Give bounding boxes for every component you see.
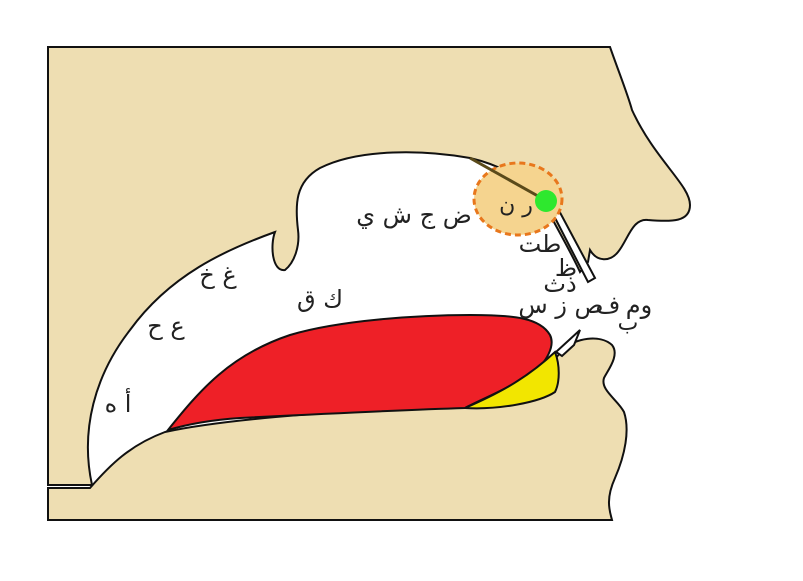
label-bilabial-top: وم (626, 291, 652, 319)
label-interdental-top: ظ (555, 254, 577, 282)
label-alveolar: ر ن (499, 193, 533, 218)
lower-tooth (554, 329, 581, 358)
articulation-point (535, 190, 557, 212)
label-labiodental: ف (596, 291, 621, 319)
label-dental-stops: طت (519, 230, 562, 258)
label-palatal: ض ج ش ي (356, 201, 471, 229)
label-velar: غ خ (199, 261, 237, 289)
label-uvular: ك ق (297, 285, 343, 313)
label-glottal: أ ه (105, 388, 132, 418)
label-sibilants: ص ز س (518, 291, 603, 319)
pointer-line (469, 156, 546, 202)
tongue (165, 313, 553, 432)
label-pharyngeal: ع ح (147, 312, 185, 340)
label-interdental-bottom: ذث (543, 270, 576, 298)
lower-lip (464, 350, 560, 410)
alveolar-highlight (472, 161, 564, 237)
label-bilabial-bottom: ب (618, 311, 639, 336)
